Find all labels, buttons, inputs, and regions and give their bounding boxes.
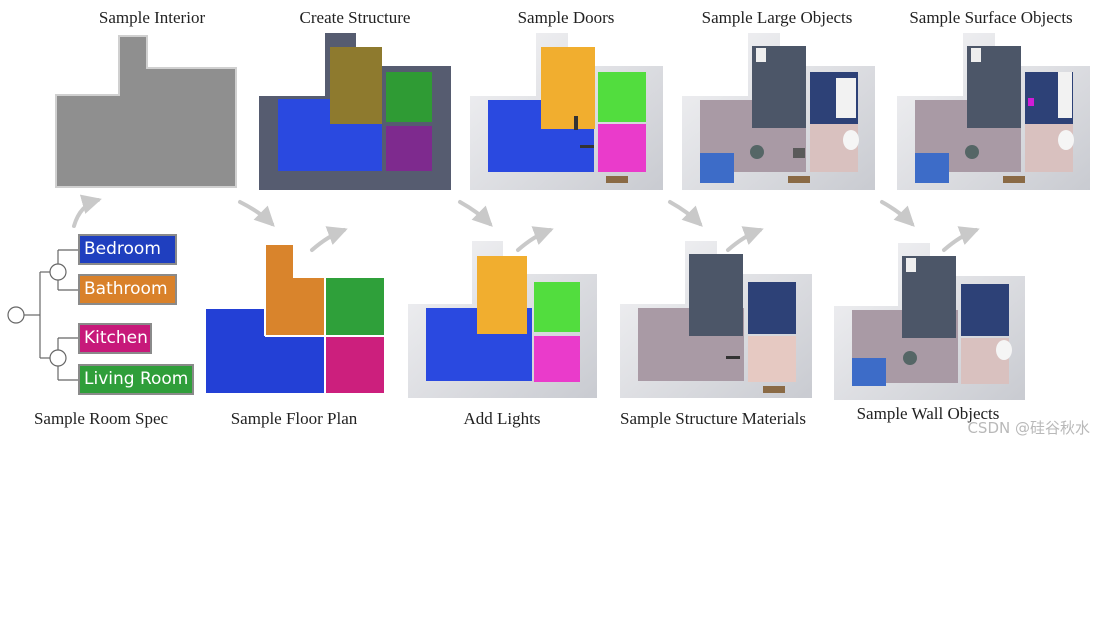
- room-tag-living-room-label: Living Room: [84, 369, 189, 389]
- arrow-large-to-wall: [880, 200, 915, 227]
- room-tag-kitchen: Kitchen: [78, 323, 152, 354]
- label-sample-doors: Sample Doors: [517, 8, 615, 27]
- room-tag-bedroom-label: Bedroom: [84, 239, 161, 259]
- sample-surface-objects-panel: [897, 33, 1090, 190]
- public-node: [49, 349, 67, 367]
- label-sample-room-spec: Sample Room Spec: [33, 409, 169, 428]
- pipeline-diagram: [55, 33, 1090, 400]
- watermark: CSDN @硅谷秋水: [967, 419, 1090, 437]
- label-sample-interior: Sample Interior: [98, 8, 206, 27]
- room-tag-bathroom-label: Bathroom: [84, 279, 168, 299]
- label-sample-surface-objects: Sample Surface Objects: [909, 8, 1073, 27]
- label-sample-wall-objects: Sample Wall Objects: [856, 404, 1000, 423]
- room-tag-kitchen-label: Kitchen: [84, 328, 148, 348]
- label-sample-structure-materials: Sample Structure Materials: [619, 409, 807, 428]
- root-node: [7, 306, 25, 324]
- add-lights-panel: [408, 241, 597, 398]
- label-create-structure: Create Structure: [299, 8, 411, 27]
- arrow-interior-to-floorplan: [238, 200, 275, 227]
- flow-arrows: [72, 194, 980, 252]
- room-spec-tree: [7, 249, 80, 381]
- private-node: [49, 263, 67, 281]
- arrow-doors-to-materials: [668, 200, 703, 227]
- sample-doors-panel: [470, 33, 663, 190]
- label-sample-large-objects: Sample Large Objects: [701, 8, 853, 27]
- arrow-materials-to-large: [726, 226, 764, 252]
- sample-large-objects-panel: [682, 33, 875, 190]
- create-structure-panel: [259, 33, 451, 190]
- sample-floor-plan-panel: [204, 243, 386, 395]
- arrow-spec-to-interior: [72, 194, 102, 228]
- sample-structure-materials-panel: [620, 241, 812, 398]
- sample-wall-objects-panel: [834, 243, 1025, 400]
- room-tag-bathroom: Bathroom: [78, 274, 177, 305]
- label-add-lights: Add Lights: [463, 409, 541, 428]
- arrow-wall-to-surface: [942, 226, 980, 252]
- room-tag-living-room: Living Room: [78, 364, 194, 395]
- arrow-lights-to-doors: [516, 226, 554, 252]
- room-tag-bedroom: Bedroom: [78, 234, 177, 265]
- arrow-floorplan-to-structure: [310, 226, 348, 252]
- label-sample-floor-plan: Sample Floor Plan: [230, 409, 358, 428]
- arrow-structure-to-lights: [458, 200, 493, 227]
- interior-panel: [55, 35, 237, 188]
